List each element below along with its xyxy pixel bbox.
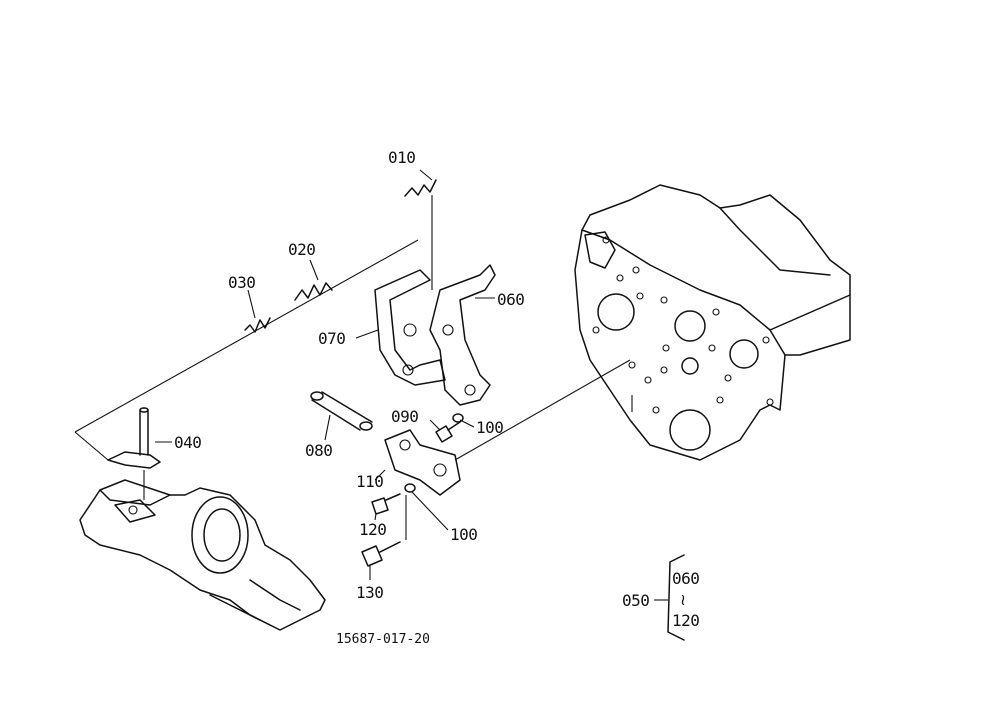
part-120-bolt [371,493,401,515]
part-080-shaft [310,391,373,431]
part-040-lever-shaft [107,407,161,500]
part-110-bracket [384,429,461,496]
leader-080 [324,414,331,441]
assembly-range-sep: ≀ [680,590,686,609]
callout-060: 060 [497,290,525,309]
leader-070 [355,329,379,339]
leader-010 [419,169,433,181]
assembly-line [74,239,419,433]
assembly-range-end: 120 [672,611,700,630]
callout-040: 040 [174,433,202,452]
leader-110 [374,469,386,481]
assembly-label: 050 [622,591,650,610]
part-100-washer [404,413,464,493]
part-070-lever [374,269,446,386]
callout-030: 030 [228,273,256,292]
leader-030 [247,289,256,319]
spring-010 [404,179,437,197]
engine-housing [574,184,851,461]
callout-070: 070 [318,329,346,348]
callout-100a: 100 [476,418,504,437]
leader-100b [411,491,449,531]
callout-010: 010 [388,148,416,167]
governor-housing [79,479,326,631]
leader-020 [309,259,319,281]
callout-020: 020 [288,240,316,259]
assembly-line [74,431,109,461]
callout-080: 080 [305,441,333,460]
assembly-bracket [654,554,685,641]
leader-090 [429,419,441,431]
callout-100b: 100 [450,525,478,544]
assembly-line [454,359,631,461]
part-130-bolt [361,495,407,567]
part-060-lever [429,264,496,406]
drawing-number: 15687-017-20 [336,632,430,647]
callout-130: 130 [356,583,384,602]
part-090-bolt [435,421,461,443]
assembly-range-start: 060 [672,569,700,588]
callout-090: 090 [391,407,419,426]
spring-020 [294,282,333,301]
callout-120: 120 [359,520,387,539]
spring-030 [244,317,271,333]
leader-120 [374,513,377,521]
callout-110: 110 [356,472,384,491]
leader-100a [459,419,475,428]
